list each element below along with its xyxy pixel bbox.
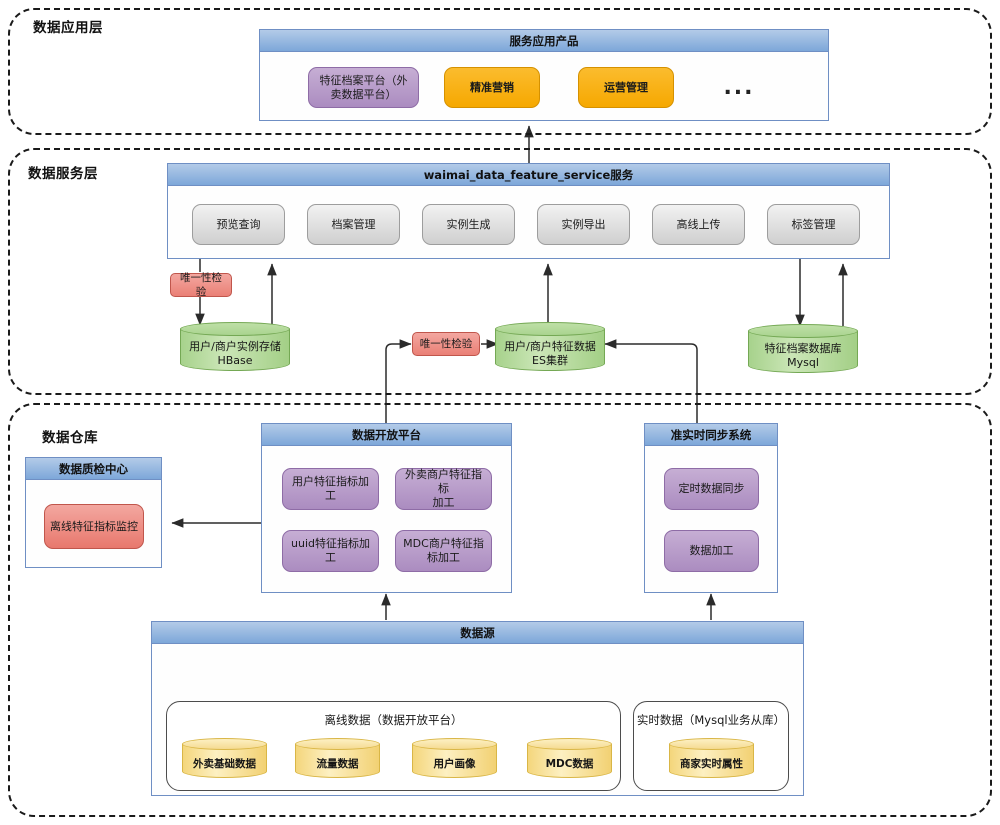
job-waimai-merchant-feature-metric[interactable]: 外卖商户特征指标 加工 — [395, 468, 492, 510]
source-label: 流量数据 — [316, 758, 359, 770]
cylinder-top — [669, 738, 754, 750]
source-traffic-data: 流量数据 — [295, 738, 380, 783]
cylinder-body — [495, 329, 605, 371]
panel-service-application-products: 服务应用产品 特征档案平台（外 卖数据平台） 精准营销 运营管理 ... — [259, 29, 829, 121]
store-label: 用户/商户实例存储 HBase — [189, 340, 281, 367]
module-archive-management[interactable]: 档案管理 — [307, 204, 400, 245]
uniqueness-check-hbase: 唯一性检验 — [170, 272, 232, 298]
cylinder-body — [527, 744, 612, 778]
layer-service — [8, 148, 992, 395]
source-mdc-data: MDC数据 — [527, 738, 612, 783]
job-scheduled-data-sync[interactable]: 定时数据同步 — [664, 468, 759, 510]
cylinder-top — [748, 324, 858, 338]
store-label: 特征档案数据库 Mysql — [764, 342, 842, 369]
panel-title: 数据源 — [152, 622, 803, 644]
panel-near-realtime-sync-system: 准实时同步系统 定时数据同步 数据加工 — [644, 423, 778, 593]
product-precision-marketing[interactable]: 精准营销 — [444, 67, 540, 108]
uniqueness-check-es: 唯一性检验 — [412, 332, 480, 356]
panel-title: waimai_data_feature_service服务 — [168, 164, 889, 186]
cylinder-top — [495, 322, 605, 336]
panel-title: 准实时同步系统 — [645, 424, 777, 446]
layer-application-label: 数据应用层 — [33, 20, 103, 36]
layer-application — [8, 8, 992, 135]
job-data-processing[interactable]: 数据加工 — [664, 530, 759, 572]
cylinder-top — [412, 738, 497, 750]
cylinder-body — [748, 331, 858, 373]
product-more-ellipsis: ... — [723, 75, 755, 100]
group-title: 实时数据（Mysql业务从库） — [636, 713, 786, 727]
cylinder-top — [182, 738, 267, 750]
job-mdc-merchant-feature-metric[interactable]: MDC商户特征指 标加工 — [395, 530, 492, 572]
store-label: 用户/商户特征数据 ES集群 — [504, 340, 596, 367]
panel-title: 数据质检中心 — [26, 458, 161, 480]
module-offline-upload[interactable]: 高线上传 — [652, 204, 745, 245]
panel-data-source: 数据源 离线数据（数据开放平台） 外卖基础数据 流量数据 — [151, 621, 804, 796]
group-title: 离线数据（数据开放平台） — [324, 713, 463, 727]
store-feature-archive-mysql: 特征档案数据库 Mysql — [748, 324, 858, 380]
store-user-merchant-instance-hbase: 用户/商户实例存储 HBase — [180, 322, 290, 378]
panel-data-open-platform: 数据开放平台 用户特征指标加工 外卖商户特征指标 加工 uuid特征指标加工 M… — [261, 423, 512, 593]
cylinder-top — [527, 738, 612, 750]
module-instance-export[interactable]: 实例导出 — [537, 204, 630, 245]
module-preview-query[interactable]: 预览查询 — [192, 204, 285, 245]
job-uuid-feature-metric[interactable]: uuid特征指标加工 — [282, 530, 379, 572]
cylinder-top — [295, 738, 380, 750]
source-label: 用户画像 — [433, 758, 476, 770]
panel-title: 数据开放平台 — [262, 424, 511, 446]
panel-data-quality-center: 数据质检中心 离线特征指标监控 — [25, 457, 162, 568]
source-user-profile: 用户画像 — [412, 738, 497, 783]
cylinder-top — [180, 322, 290, 336]
panel-title: 服务应用产品 — [260, 30, 828, 52]
module-tag-management[interactable]: 标签管理 — [767, 204, 860, 245]
product-feature-archive-platform[interactable]: 特征档案平台（外 卖数据平台） — [308, 67, 419, 108]
store-user-merchant-feature-es: 用户/商户特征数据 ES集群 — [495, 322, 605, 378]
group-offline-data: 离线数据（数据开放平台） 外卖基础数据 流量数据 用户画像 — [166, 701, 621, 791]
cylinder-body — [180, 329, 290, 371]
source-merchant-realtime-attributes: 商家实时属性 — [669, 738, 754, 783]
panel-waimai-data-feature-service: waimai_data_feature_service服务 预览查询 档案管理 … — [167, 163, 890, 259]
offline-feature-metric-monitor[interactable]: 离线特征指标监控 — [44, 504, 144, 549]
source-label: 商家实时属性 — [680, 758, 743, 770]
job-user-feature-metric[interactable]: 用户特征指标加工 — [282, 468, 379, 510]
source-label: MDC数据 — [545, 758, 594, 770]
module-instance-generation[interactable]: 实例生成 — [422, 204, 515, 245]
layer-warehouse — [8, 403, 992, 817]
product-operations-management[interactable]: 运营管理 — [578, 67, 674, 108]
source-waimai-base-data: 外卖基础数据 — [182, 738, 267, 783]
source-label: 外卖基础数据 — [193, 758, 256, 770]
layer-warehouse-label: 数据仓库 — [42, 430, 98, 446]
layer-service-label: 数据服务层 — [28, 166, 98, 182]
group-realtime-data: 实时数据（Mysql业务从库） 商家实时属性 — [633, 701, 789, 791]
